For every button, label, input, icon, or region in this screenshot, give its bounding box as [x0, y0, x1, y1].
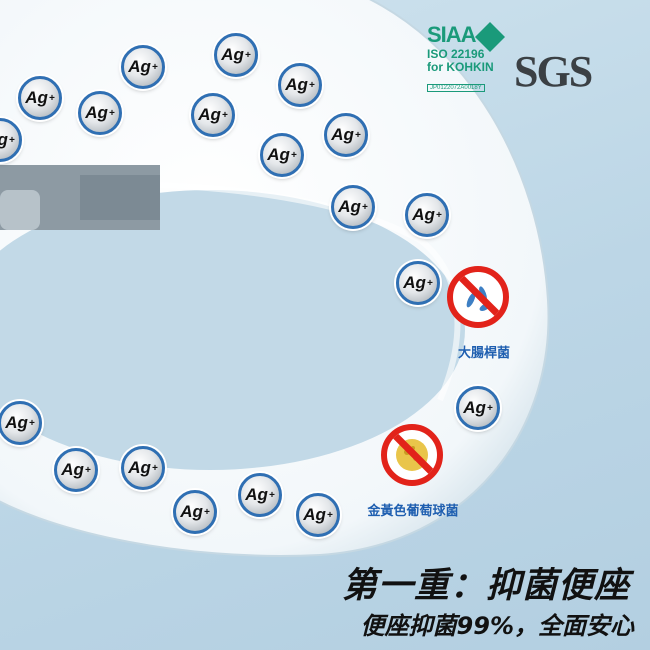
badge-text: Ag: [198, 105, 221, 124]
silver-ion-badge: Ag+: [121, 446, 165, 490]
badge-sup: +: [486, 402, 493, 414]
badge-text: Ag: [25, 88, 48, 107]
badge-sup: +: [308, 79, 315, 91]
silver-ion-badge: Ag+: [405, 193, 449, 237]
badge-sup: +: [108, 107, 115, 119]
siaa-code: JP0122072A0018Y: [427, 84, 485, 92]
headline: 第一重：抑菌便座: [341, 566, 630, 606]
badge-text: Ag: [338, 197, 361, 216]
seat-opening: [0, 190, 465, 470]
silver-ion-badge: Ag+: [173, 490, 217, 534]
badge-sup: +: [435, 209, 442, 221]
badge-sup: +: [244, 49, 251, 61]
siaa-mark-icon: [475, 22, 505, 52]
silver-ion-badge: Ag+: [260, 133, 304, 177]
badge-text: Ag: [0, 130, 8, 150]
silver-ion-badge: Ag+: [324, 113, 368, 157]
badge-text: Ag: [245, 485, 268, 504]
badge-sup: +: [84, 464, 91, 476]
badge-sup: +: [354, 129, 361, 141]
badge-text: Ag: [5, 413, 28, 432]
silver-ion-badge: Ag+: [396, 261, 440, 305]
badge-text: Ag: [267, 145, 290, 164]
badge-sup: +: [203, 506, 210, 518]
siaa-logo: SIAA ISO 22196 for KOHKIN JP0122072A0018…: [427, 22, 517, 94]
e-coli-banned-icon: [447, 266, 509, 328]
e-coli-label: 大腸桿菌: [457, 346, 511, 361]
silver-ion-badge: Ag+: [0, 401, 42, 445]
silver-ion-badge: Ag+: [54, 448, 98, 492]
silver-ion-badge: Ag+: [278, 63, 322, 107]
badge-sup: +: [268, 489, 275, 501]
silver-ion-badge: Ag+: [331, 185, 375, 229]
badge-text: Ag: [61, 460, 84, 479]
badge-text: Ag: [180, 502, 203, 521]
badge-text: Ag: [128, 57, 151, 76]
badge-text: Ag: [128, 458, 151, 477]
badge-sup: +: [48, 92, 55, 104]
badge-text: Ag: [403, 273, 426, 292]
silver-ion-badge: Ag+: [238, 473, 282, 517]
siaa-for: for KOHKIN: [427, 60, 494, 74]
staphylococcus-banned-icon: [381, 424, 443, 486]
seat-hinge: [0, 165, 160, 230]
badge-sup: +: [28, 417, 35, 429]
badge-sup: +: [426, 277, 433, 289]
badge-text: Ag: [463, 398, 486, 417]
silver-ion-badge: Ag+: [18, 76, 62, 120]
badge-sup: +: [8, 134, 15, 146]
badge-text: Ag: [221, 45, 244, 64]
siaa-standard: ISO 22196: [427, 47, 485, 61]
silver-ion-badge: Ag+: [456, 386, 500, 430]
siaa-title: SIAA: [427, 22, 477, 47]
silver-ion-badge: Ag+: [121, 45, 165, 89]
badge-sup: +: [151, 61, 158, 73]
badge-text: Ag: [285, 75, 308, 94]
badge-text: Ag: [412, 205, 435, 224]
silver-ion-badge: Ag+: [296, 493, 340, 537]
sgs-logo: SGS: [514, 47, 593, 96]
badge-sup: +: [151, 462, 158, 474]
silver-ion-badge: Ag+: [78, 91, 122, 135]
badge-sup: +: [361, 201, 368, 213]
silver-ion-badge: Ag+: [214, 33, 258, 77]
badge-text: Ag: [303, 505, 326, 524]
badge-text: Ag: [331, 125, 354, 144]
subheadline: 便座抑菌99%，全面安心: [360, 612, 634, 640]
staphylococcus-label: 金黃色葡萄球菌: [367, 504, 459, 519]
badge-sup: +: [221, 109, 228, 121]
silver-ion-badge: Ag+: [191, 93, 235, 137]
badge-sup: +: [326, 509, 333, 521]
badge-sup: +: [290, 149, 297, 161]
badge-text: Ag: [85, 103, 108, 122]
